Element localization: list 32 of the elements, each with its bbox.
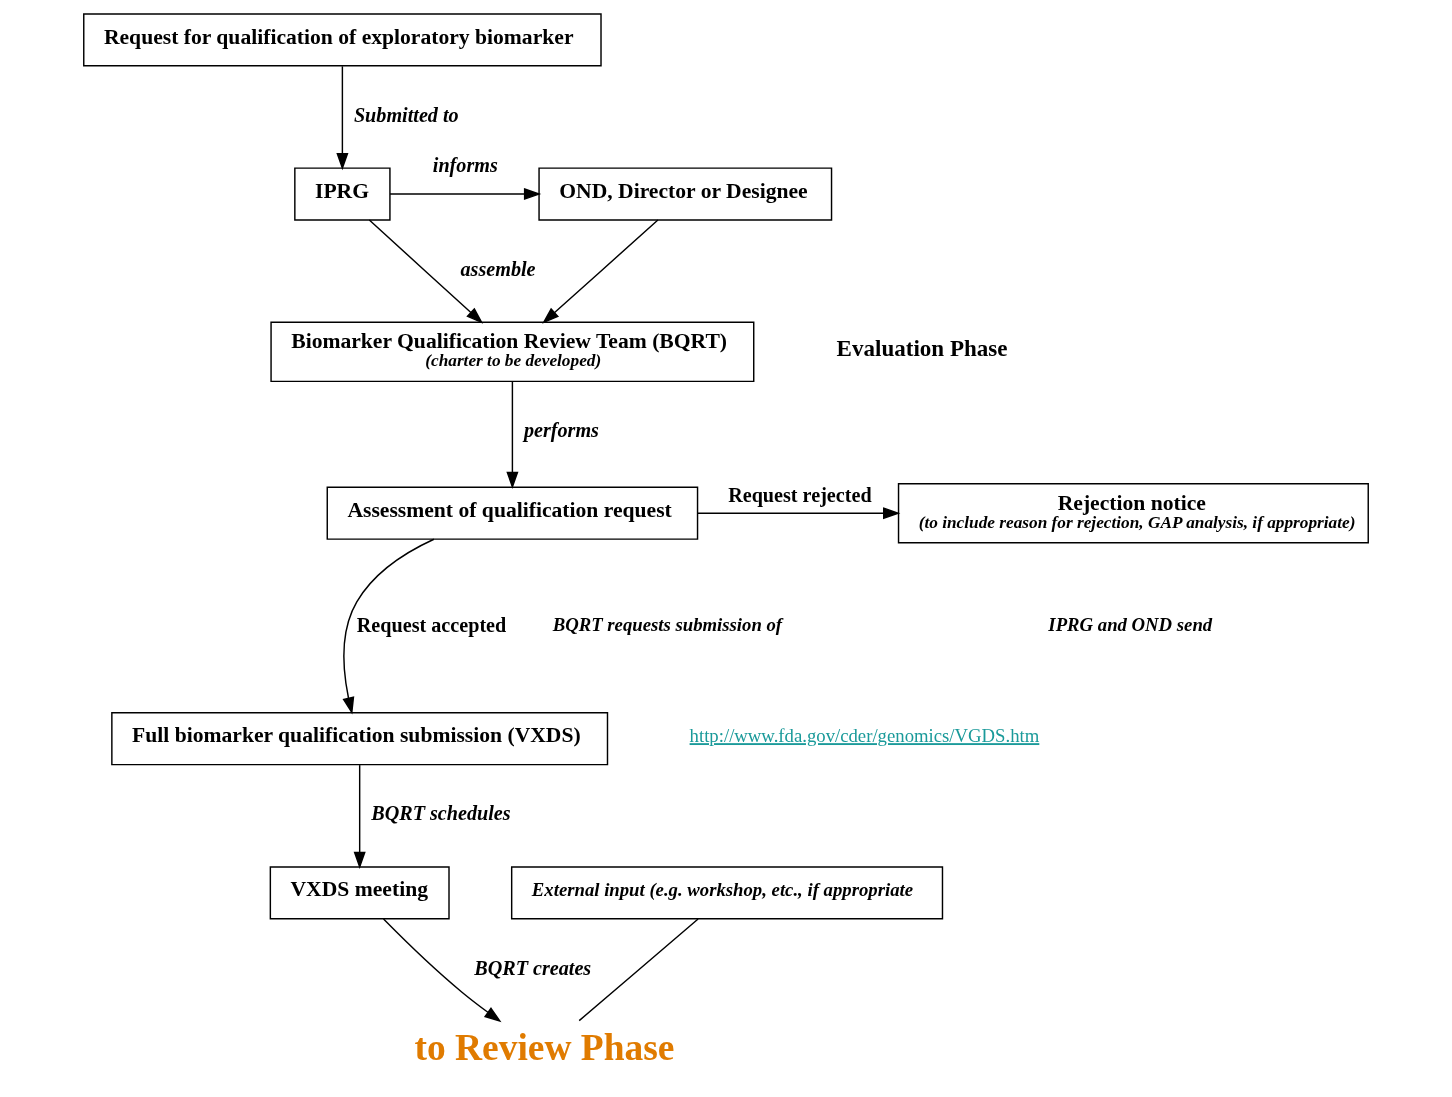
node-box: Assessment of qualification request [326, 486, 699, 540]
label: IPRG and OND send [1048, 614, 1213, 636]
arrow [697, 507, 901, 520]
node-text: to Review Phase [414, 1026, 675, 1068]
node-box: External input (e.g. workshop, etc., if appropriate [510, 866, 944, 920]
arrow [389, 188, 542, 201]
node-box: Full biomarker qualification submission (VXDS) [111, 712, 609, 766]
arrow [382, 918, 502, 1023]
edge-label: BQRT creates [474, 956, 592, 979]
edge-label: informs [432, 154, 498, 177]
edge-label: Request accepted [356, 613, 507, 636]
label: http://www.fda.gov/cder/genomics/VGDS.htm [689, 725, 1040, 747]
node-box: Request for qualification of exploratory biomarker [83, 13, 602, 67]
label: BQRT requests submission of [552, 614, 783, 636]
node-box: VXDS meeting [269, 866, 450, 920]
node-box: IPRG [294, 167, 391, 221]
edge-label: Request rejected [728, 483, 872, 506]
arrow [506, 380, 519, 489]
edge-label: performs [523, 419, 599, 442]
edge-label: assemble [460, 257, 536, 280]
edge-label: Submitted to [353, 103, 459, 126]
edge-label: BQRT schedules [371, 802, 511, 825]
node-box: Rejection notice (to include reason for rejection, GAP analysis, if appropriate) [897, 482, 1369, 544]
arrow [542, 219, 659, 324]
label: Evaluation Phase [836, 334, 1008, 361]
arrow [368, 219, 484, 324]
arrow [353, 764, 366, 870]
node-box: OND, Director or Designee [538, 167, 833, 221]
arrow [336, 65, 349, 171]
node-box: Biomarker Qualification Review Team (BQRT) (charter to be developed) [270, 321, 755, 383]
arrow [342, 538, 435, 715]
connector [578, 918, 699, 1022]
